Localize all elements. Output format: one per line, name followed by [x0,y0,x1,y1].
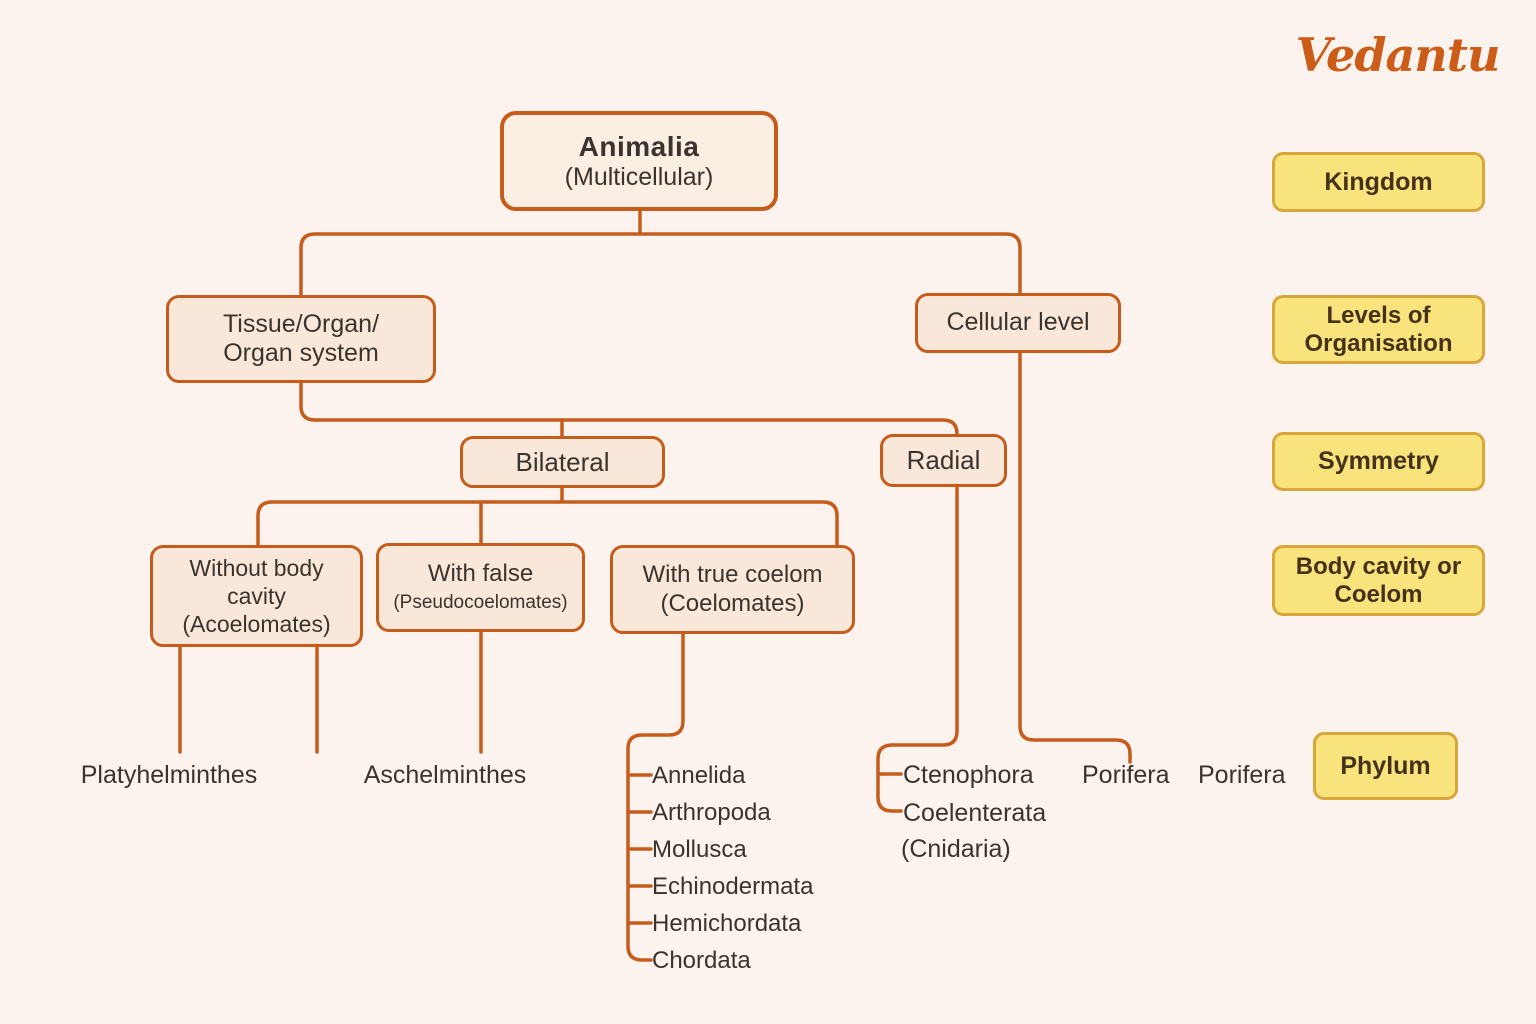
connector-bilateral-to-coelom-row [256,486,839,548]
node-animalia-title: Animalia [578,130,700,162]
label-echinodermata: Echinodermata [652,873,814,900]
coelomate-phyla-list: Annelida Arthropoda Mollusca Echinoderma… [652,757,813,979]
legend-kingdom-label: Kingdom [1324,167,1433,196]
connector-radial-bracket [876,485,959,813]
connector-tissue-to-symmetry-row [299,381,959,438]
node-coelomates-line2: (Coelomates) [660,589,805,617]
connector-cellular-elbow [1018,351,1132,764]
legend-symmetry-label: Symmetry [1318,447,1439,476]
label-coelenterata: Coelenterata [903,799,1047,827]
legend-levels-line2: Organisation [1304,329,1453,357]
node-cellular-level: Cellular level [915,293,1121,353]
label-cnidaria: (Cnidaria) [901,835,1011,863]
node-bilateral: Bilateral [460,436,665,488]
connector-level1 [299,232,1022,298]
node-animalia-subtitle: (Multicellular) [564,162,714,191]
node-radial-label: Radial [906,445,981,476]
node-acoelomates-line1: Without body [189,554,324,581]
label-platyhelminthes: Platyhelminthes [80,761,258,789]
node-pseudocoelomates-line1: With false [427,560,534,588]
label-annelida: Annelida [652,762,746,789]
legend-levels-line1: Levels of [1326,301,1431,329]
label-aschelminthes: Aschelminthes [363,761,527,789]
legend-kingdom: Kingdom [1272,152,1485,212]
legend-body-cavity-line1: Body cavity or [1295,552,1462,580]
node-acoelomates-line3: (Acoelomates) [182,611,331,638]
connector-coelomates-bracket [626,632,685,962]
legend-phylum: Phylum [1313,732,1458,800]
node-pseudocoelomates: With false (Pseudocoelomates) [376,543,585,632]
legend-body-cavity: Body cavity or Coelom [1272,545,1485,616]
label-ctenophora: Ctenophora [903,761,1034,789]
node-tissue-organ-line1: Tissue/Organ/ [222,309,380,338]
node-acoelomates: Without body cavity (Acoelomates) [150,545,363,647]
label-arthropoda: Arthropoda [652,799,771,826]
legend-body-cavity-line2: Coelom [1334,580,1423,608]
node-animalia: Animalia (Multicellular) [500,111,778,211]
label-mollusca: Mollusca [652,836,747,863]
node-tissue-organ: Tissue/Organ/ Organ system [166,295,436,383]
node-acoelomates-line2: cavity [227,582,286,609]
legend-levels-of-organisation: Levels of Organisation [1272,295,1485,364]
label-hemichordata: Hemichordata [652,910,802,937]
node-pseudocoelomates-line2: (Pseudocoelomates) [393,592,568,614]
legend-symmetry: Symmetry [1272,432,1485,491]
label-porifera-1: Porifera [1082,761,1170,789]
label-porifera-2: Porifera [1198,761,1286,789]
node-coelomates: With true coelom (Coelomates) [610,545,855,634]
node-tissue-organ-line2: Organ system [223,339,379,367]
connector-acoelomates-legs [178,645,319,754]
legend-phylum-label: Phylum [1340,751,1431,780]
vedantu-logo: Vedantu [1295,28,1501,82]
node-cellular-level-label: Cellular level [946,308,1090,337]
node-bilateral-label: Bilateral [515,446,610,477]
node-coelomates-line1: With true coelom [642,561,823,589]
node-radial: Radial [880,434,1007,487]
label-chordata: Chordata [652,947,751,974]
